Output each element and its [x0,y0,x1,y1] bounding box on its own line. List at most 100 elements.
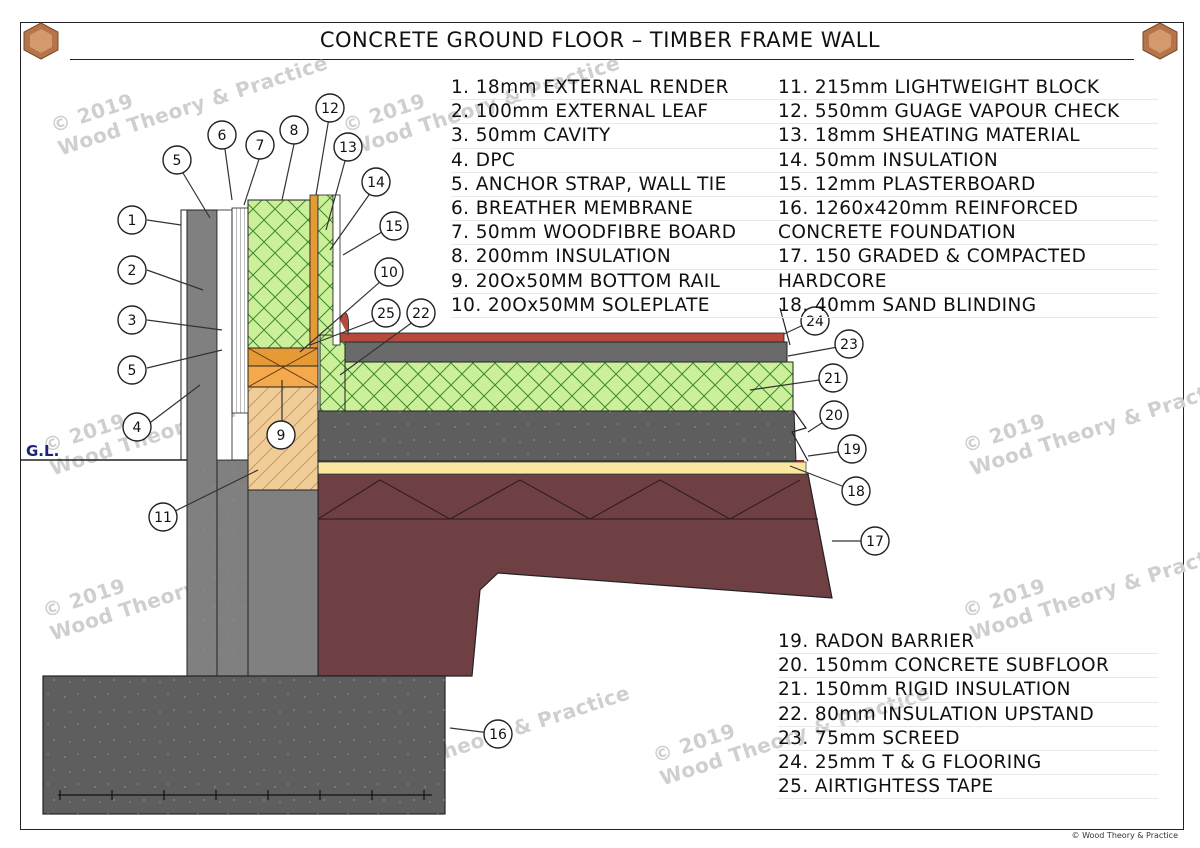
svg-text:5: 5 [128,363,137,379]
callout-3 [117,305,147,335]
callout-7 [245,130,275,160]
callout-20 [819,400,849,430]
svg-text:20: 20 [825,408,843,424]
inner-block-leaf [247,489,319,677]
bottom-rail [247,347,319,367]
callout-4 [122,412,152,442]
sand-blinding [317,461,807,475]
hardcore-layer [317,473,833,677]
ground-level-label: G.L. [26,442,59,460]
svg-text:24: 24 [806,314,824,330]
legend-item: 1. 18mm EXTERNAL RENDER [451,76,781,101]
svg-text:19: 19 [843,442,861,458]
legend-item: 12. 550mm GUAGE VAPOUR CHECK [778,100,1158,125]
copyright-notice: © Wood Theory & Practice [1071,831,1178,840]
svg-text:25: 25 [377,306,395,322]
legend-item: 13. 18mm SHEATING MATERIAL [778,124,1158,149]
callout-5b [117,355,147,385]
svg-text:5: 5 [173,153,182,169]
svg-text:13: 13 [339,140,357,156]
frame-insulation [247,199,311,349]
drawing-frame [20,22,1184,830]
legend-item: CONCRETE FOUNDATION [778,221,1158,246]
tg-flooring [339,332,785,343]
insulation-upstand [319,334,346,412]
callout-8 [279,115,309,145]
legend-item: 18. 40mm SAND BLINDING [778,294,1158,318]
legend-item: 17. 150 GRADED & COMPACTED [778,245,1158,270]
svg-text:4: 4 [133,420,142,436]
service-insulation [317,194,334,336]
legend-item: 7. 50mm WOODFIBRE BOARD [451,221,781,246]
legend-item: 9. 20Ox50MM BOTTOM RAIL [451,270,781,294]
legend-item: 16. 1260x420mm REINFORCED [778,197,1158,222]
legend-item: 23. 75mm SCREED [778,727,1158,751]
callouts [117,93,890,749]
callout-11 [148,502,178,532]
legend-item: 5. ANCHOR STRAP, WALL TIE [451,173,781,197]
callout-21 [818,363,848,393]
svg-text:18: 18 [847,484,865,500]
logo-right-icon [1142,22,1178,60]
callout-9 [266,420,296,450]
legend-item: 2. 100mm EXTERNAL LEAF [451,100,781,125]
plasterboard [332,194,341,346]
legend-item: 4. DPC [451,149,781,173]
callout-22 [406,298,436,328]
legend-item: 10. 20Ox50MM SOLEPLATE [451,294,781,318]
woodfibre-board [231,207,249,414]
svg-text:23: 23 [840,337,858,353]
legend-item: 24. 25mm T & G FLOORING [778,751,1158,776]
callout-19 [837,434,867,464]
svg-text:15: 15 [385,219,403,235]
svg-text:9: 9 [277,428,286,444]
screed [344,341,788,363]
callout-14 [361,167,391,197]
legend-item: 6. BREATHER MEMBRANE [451,197,781,222]
cavity [216,209,233,461]
svg-text:16: 16 [489,727,507,743]
callout-10 [374,257,404,287]
legend-item: HARDCORE [778,270,1158,294]
rigid-insulation [344,361,794,412]
legend-item: 22. 80mm INSULATION UPSTAND [778,703,1158,727]
svg-text:17: 17 [866,534,884,550]
vapour-check [309,194,319,349]
callout-18 [841,476,871,506]
rebar [58,790,432,800]
legend-item: 20. 150mm CONCRETE SUBFLOOR [778,654,1158,679]
logo-left-icon [23,22,59,60]
svg-text:22: 22 [412,306,430,322]
soleplate [247,365,319,388]
external-render [180,209,188,461]
svg-text:11: 11 [154,510,172,526]
svg-text:3: 3 [128,313,137,329]
svg-text:7: 7 [256,138,265,154]
title-rule [70,59,1134,60]
svg-text:21: 21 [824,371,842,387]
legend-item: 15. 12mm PLASTERBOARD [778,173,1158,197]
legend-item: 3. 50mm CAVITY [451,124,781,149]
callout-numbers: 1 2 3 4 5 5 6 7 8 9 10 11 12 13 14 15 16… [128,101,884,743]
legend-item: 25. AIRTIGHTESS TAPE [778,775,1158,800]
svg-text:6: 6 [218,128,227,144]
callout-25 [371,298,401,328]
legend-item: 21. 150mm RIGID INSULATION [778,678,1158,703]
hardcore-zigzag [317,479,818,520]
callout-12 [315,93,345,123]
callout-16 [483,719,513,749]
legend-item: 11. 215mm LIGHTWEIGHT BLOCK [778,76,1158,101]
svg-text:2: 2 [128,263,137,279]
callout-17 [860,526,890,556]
svg-text:12: 12 [321,101,339,117]
callout-23 [834,329,864,359]
drawing-title: CONCRETE GROUND FLOOR – TIMBER FRAME WAL… [319,28,881,52]
svg-text:14: 14 [367,175,385,191]
callout-1 [117,205,147,235]
callout-13 [333,132,363,162]
svg-text:1: 1 [128,213,137,229]
legend-item: 8. 200mm INSULATION [451,245,781,270]
